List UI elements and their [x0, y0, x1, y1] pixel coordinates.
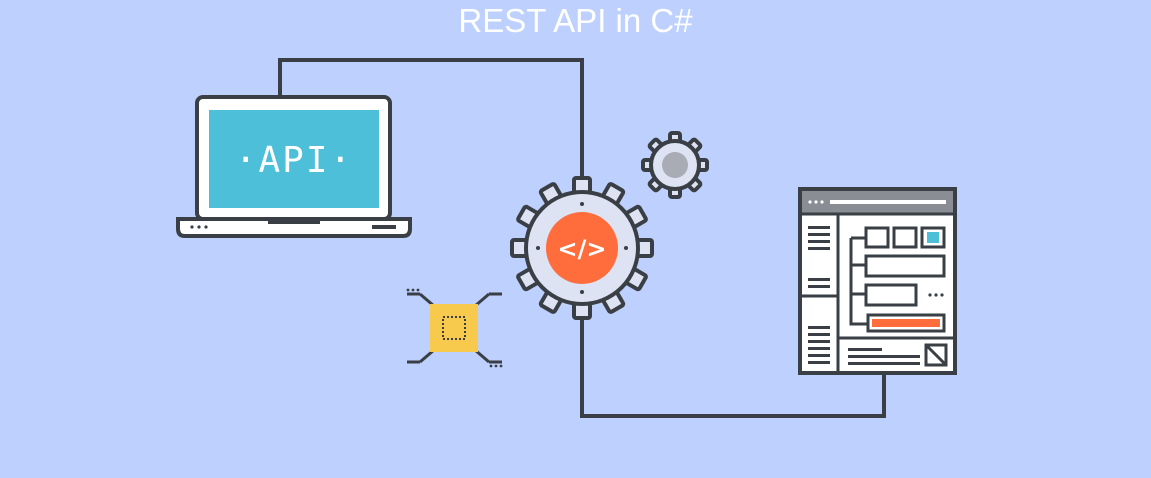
- diagram-title: REST API in C#: [458, 2, 693, 39]
- small-gear-icon: [641, 131, 709, 199]
- laptop-to-gear-line: [278, 58, 584, 180]
- code-symbol: </>: [558, 235, 607, 263]
- laptop-screen-label: ·API·: [235, 140, 353, 181]
- chip-icon: [406, 288, 503, 368]
- connector-lines: [278, 58, 886, 418]
- gear-to-window-line: [580, 316, 886, 418]
- browser-window-icon: [798, 187, 957, 375]
- gear-icon: </>: [510, 176, 654, 320]
- laptop-icon: ·API·: [176, 95, 412, 238]
